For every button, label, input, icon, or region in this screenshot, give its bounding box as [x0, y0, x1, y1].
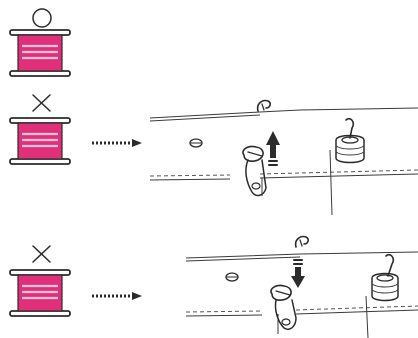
- arrow-up-icon: [266, 131, 280, 166]
- dotted-arrow-icon: [92, 139, 142, 147]
- tension-spring-icon: [270, 284, 297, 330]
- machine-detail-lower: [185, 235, 418, 338]
- row-wrong-upper: [9, 94, 418, 216]
- screw-icon: [225, 272, 239, 282]
- screw-icon: [189, 138, 203, 148]
- thread-guide-icon: [294, 235, 309, 248]
- wrong-mark-cross-icon: [32, 245, 51, 263]
- spool-pin-icon: [371, 253, 399, 302]
- machine-detail-upper: [149, 99, 418, 216]
- wrong-mark-cross-icon: [32, 94, 51, 112]
- tension-spring-icon: [242, 145, 267, 197]
- arrow-down-icon: [291, 259, 305, 288]
- row-wrong-lower: [9, 235, 418, 338]
- bobbin-icon: [9, 117, 71, 165]
- thread-guide-icon: [256, 99, 271, 112]
- correct-mark-circle-icon: [32, 8, 52, 28]
- bobbin-icon: [9, 29, 71, 77]
- bobbin-icon: [9, 269, 71, 317]
- spool-pin-icon: [335, 117, 365, 164]
- row-correct: [9, 8, 71, 77]
- dotted-arrow-icon: [92, 292, 142, 300]
